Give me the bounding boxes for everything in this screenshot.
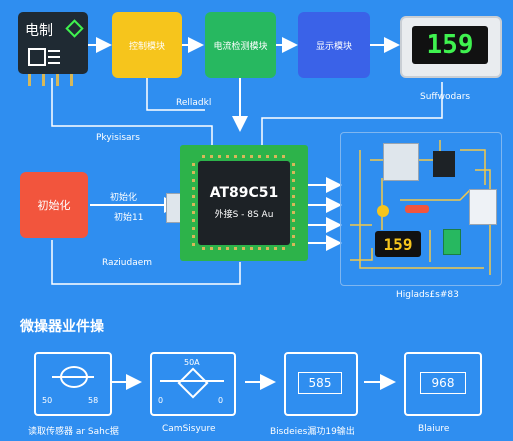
chip-title: AT89C51 xyxy=(209,185,279,201)
chip-subtitle: 外接S - 8S Au xyxy=(214,210,274,220)
led-component xyxy=(443,229,461,255)
step4-display: 968 xyxy=(420,372,466,394)
sensor-module: 电制 xyxy=(18,12,88,74)
init-label-2: 初始11 xyxy=(114,213,144,223)
chip-pin xyxy=(292,211,295,214)
capacitor-component xyxy=(377,205,389,217)
step2-caption: CamSisyure xyxy=(162,424,216,434)
current-detect-label: 电流检测模块 xyxy=(213,41,268,52)
physical-label: Pkyisisars xyxy=(96,133,140,143)
step-output: 585 xyxy=(284,352,358,416)
chip-pin xyxy=(292,235,295,238)
init-label-1: 初始化 xyxy=(110,193,138,203)
chip-pin xyxy=(192,243,195,246)
display-device-screen: 159 xyxy=(412,26,488,64)
return-label: Raziudaem xyxy=(102,258,153,268)
chip-pin xyxy=(250,155,253,158)
mcu-pcb: AT89C51 外接S - 8S Au xyxy=(180,145,308,261)
chip-pin xyxy=(192,163,195,166)
chip-pin xyxy=(192,227,195,230)
chip-pin xyxy=(202,155,205,158)
chip-pin xyxy=(192,171,195,174)
init-box: 初始化 xyxy=(20,172,88,238)
resistor-component xyxy=(405,205,429,213)
chip-pin xyxy=(282,247,285,250)
step2-br: 0 xyxy=(218,396,224,405)
chip-pin xyxy=(292,243,295,246)
section-title: 微操器业件操 xyxy=(20,319,104,335)
chip-pin xyxy=(242,155,245,158)
chip-pin xyxy=(292,187,295,190)
step1-caption: 读取传感器 ar Sahc据 xyxy=(28,427,119,437)
chip-pins xyxy=(180,145,308,261)
step-read-sensor: 50 58 xyxy=(34,352,112,416)
step3-display: 585 xyxy=(298,372,342,394)
feedback-label: Relladkl xyxy=(176,98,212,108)
step3-caption: Bisdeies漏功19输出 xyxy=(270,427,355,437)
chip-pin xyxy=(192,203,195,206)
chip-pin xyxy=(292,195,295,198)
chip-pin xyxy=(192,219,195,222)
chip-pin xyxy=(282,155,285,158)
chip-pin xyxy=(266,155,269,158)
chip-pin xyxy=(226,247,229,250)
chip-pin xyxy=(292,163,295,166)
step1-bl: 50 xyxy=(42,396,53,405)
sensor-pins xyxy=(28,74,78,86)
chip-pin xyxy=(192,195,195,198)
chip-pin xyxy=(234,247,237,250)
chip-pin xyxy=(192,235,195,238)
chip-pin xyxy=(192,187,195,190)
chip-pin xyxy=(218,247,221,250)
step2-bl: 0 xyxy=(158,396,164,405)
step4-caption: Blaiure xyxy=(418,424,450,434)
board-caption: Higlads£s#83 xyxy=(396,290,459,300)
current-detect-box: 电流检测模块 xyxy=(205,12,276,78)
board-display: 159 xyxy=(375,231,421,257)
display-module-label: 显示模块 xyxy=(315,41,352,52)
chip-pin xyxy=(202,247,205,250)
chip-pin xyxy=(274,247,277,250)
chip-pin xyxy=(292,227,295,230)
chip-pin xyxy=(192,179,195,182)
chip-pin xyxy=(192,211,195,214)
chip-pin xyxy=(258,247,261,250)
chip-pin xyxy=(292,179,295,182)
step2-tl: 50A xyxy=(184,358,200,367)
connector-block xyxy=(469,189,497,225)
chip-pin xyxy=(292,203,295,206)
chip-pin xyxy=(210,247,213,250)
chip-pin xyxy=(266,247,269,250)
control-module-box: 控制模块 xyxy=(112,12,182,78)
chip-pin xyxy=(292,219,295,222)
chip-pin xyxy=(274,155,277,158)
chip-pin xyxy=(242,247,245,250)
chip-pin xyxy=(292,171,295,174)
mcu-chip: AT89C51 外接S - 8S Au xyxy=(198,161,290,245)
chip-pin xyxy=(258,155,261,158)
init-box-label: 初始化 xyxy=(37,199,71,212)
sensor-glyph xyxy=(28,48,46,66)
chip-pin xyxy=(226,155,229,158)
sensor-label: 电制 xyxy=(25,23,53,39)
chip-pin xyxy=(218,155,221,158)
chip-pin xyxy=(234,155,237,158)
diamond-icon xyxy=(65,19,84,38)
display-caption: Suffwodars xyxy=(420,92,471,102)
display-module-box: 显示模块 xyxy=(298,12,370,78)
display-device: 159 xyxy=(400,16,502,78)
step-display: 968 xyxy=(404,352,482,416)
calibrate-icon xyxy=(177,367,209,399)
circuit-board: 159 xyxy=(340,132,502,286)
chip-pin xyxy=(250,247,253,250)
step1-br: 58 xyxy=(88,396,99,405)
control-module-label: 控制模块 xyxy=(128,41,165,52)
step-calibrate: 50A 0 0 xyxy=(150,352,236,416)
chip-pin xyxy=(210,155,213,158)
transistor-component xyxy=(433,151,455,177)
relay-component xyxy=(383,143,419,181)
